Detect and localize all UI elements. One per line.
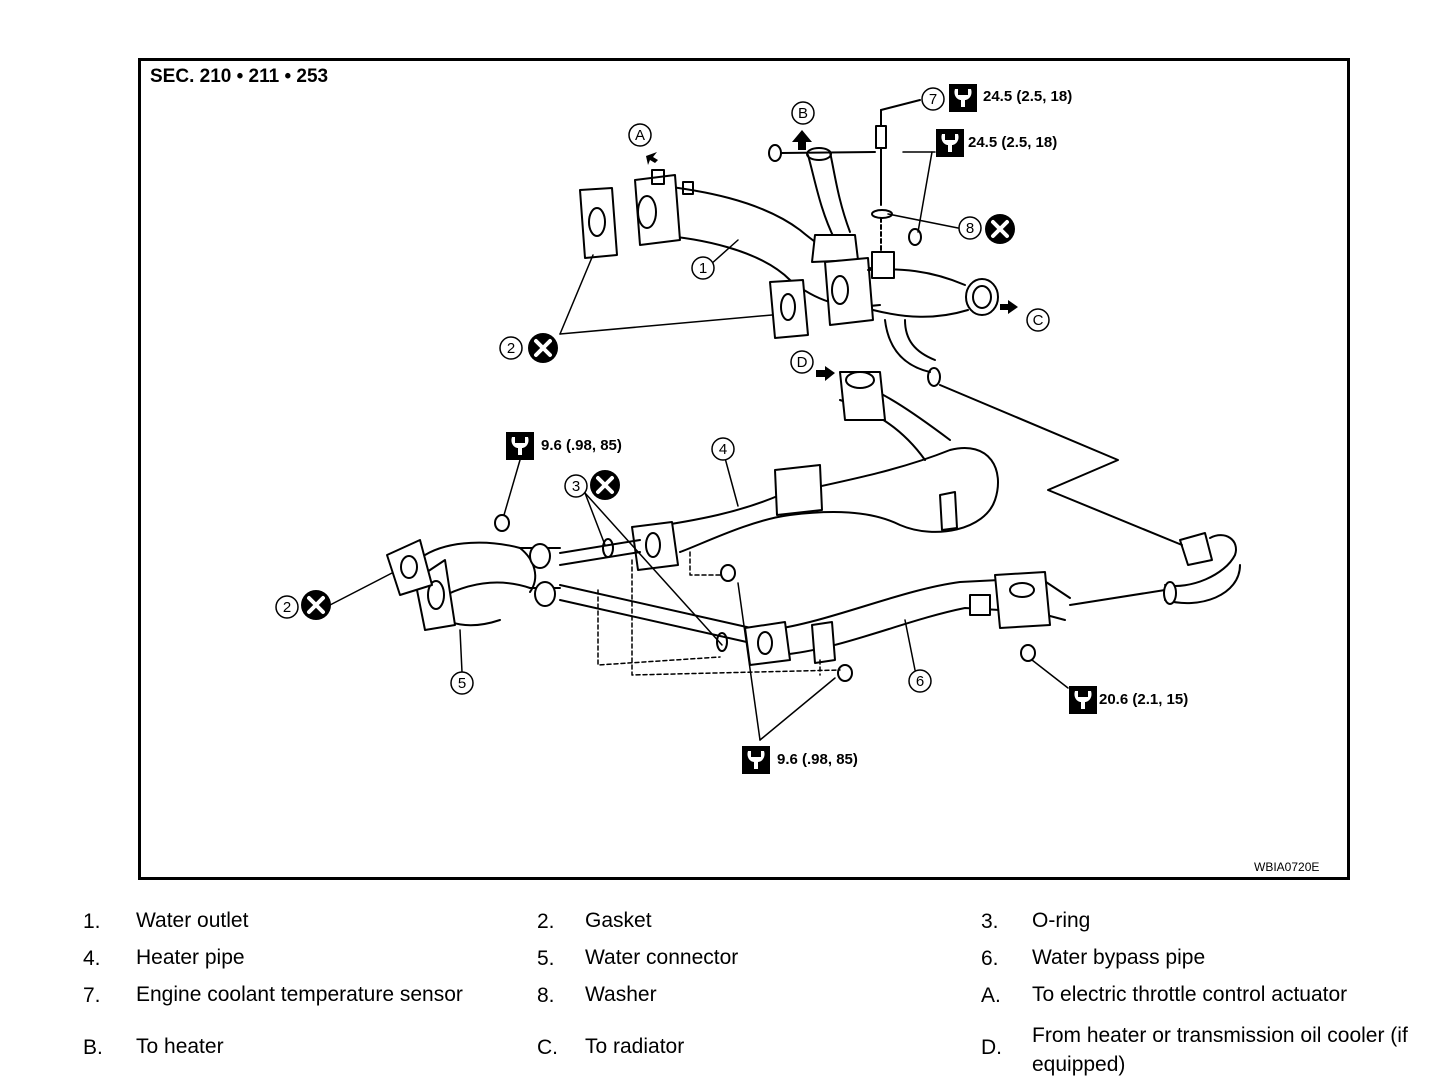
callout-d: [790, 350, 814, 374]
callout-7-label: 7: [929, 91, 937, 108]
legend-label: Heater pipe: [136, 946, 245, 969]
exploded-view-diagram: A B C D 1 2 2 3 4 5 6 7 8: [275, 84, 1241, 774]
legend-number: 5.: [537, 947, 555, 970]
bolt-parts: [494, 144, 1036, 682]
legend-label: Water connector: [585, 946, 739, 969]
diagram-frame: [138, 58, 1350, 880]
callout-d-label: D: [797, 354, 808, 371]
torque-outlet-bolt: 24.5 (2.5, 18): [968, 134, 1058, 151]
arrow-d-icon: [816, 366, 835, 381]
torque-connector-bolt: 9.6 (.98, 85): [541, 437, 622, 454]
callout-5: [450, 671, 474, 695]
legend-label: To radiator: [585, 1035, 685, 1058]
water-bypass-pipe-part: [744, 532, 1241, 666]
legend-number: B.: [83, 1036, 103, 1059]
leader-lines: [329, 151, 1069, 741]
legend-number: 6.: [981, 947, 999, 970]
legend-label: Engine coolant temperature sensor: [136, 983, 463, 1006]
legend-number: 2.: [537, 910, 555, 933]
callout-2-upper-label: 2: [507, 340, 515, 357]
callout-4-label: 4: [719, 441, 727, 458]
torque-bypass-bolt: 20.6 (2.1, 15): [1099, 691, 1189, 708]
torque-pipe-bolts: 9.6 (.98, 85): [777, 751, 858, 768]
callout-8-label: 8: [966, 220, 974, 237]
torque-wrench-icon: [742, 746, 770, 774]
legend-number: A.: [981, 984, 1001, 1007]
legend-number: C.: [537, 1036, 558, 1059]
alignment-lines: [597, 551, 841, 676]
legend-label: Washer: [585, 983, 657, 1006]
callout-6: [908, 669, 932, 693]
replace-icon: [588, 468, 622, 502]
legend-number: 7.: [83, 984, 101, 1007]
callout-1: [691, 256, 715, 280]
callout-2-upper: [499, 336, 523, 360]
legend-label: To heater: [136, 1035, 224, 1058]
section-title: SEC. 210 • 211 • 253: [150, 66, 329, 87]
callout-5-label: 5: [458, 675, 466, 692]
callout-c-label: C: [1033, 312, 1044, 329]
water-connector-part: [386, 538, 761, 652]
figure-code: WBIA0720E: [1254, 860, 1320, 874]
callout-3-label: 3: [572, 478, 580, 495]
replace-icon: [526, 331, 560, 365]
arrow-a-icon: [646, 152, 658, 165]
callout-a: [628, 123, 652, 147]
replace-icon: [983, 212, 1017, 246]
callout-4: [711, 437, 735, 461]
flow-arrows: [646, 130, 1018, 381]
legend-label: Water outlet: [136, 909, 249, 932]
callout-a-label: A: [635, 127, 645, 144]
legend-label: Water bypass pipe: [1032, 946, 1206, 969]
legend-label: Gasket: [585, 909, 652, 932]
legend-number: 1.: [83, 910, 101, 933]
replace-icon: [299, 588, 333, 622]
legend-number: 4.: [83, 947, 101, 970]
callout-b: [791, 101, 815, 125]
torque-wrench-icon: [936, 129, 964, 157]
legend-number: 3.: [981, 910, 999, 933]
torque-wrench-icon: [506, 432, 534, 460]
legend-number: D.: [981, 1036, 1002, 1059]
callout-6-label: 6: [916, 673, 924, 690]
callout-3: [564, 474, 588, 498]
water-outlet-part: [579, 147, 999, 387]
legend-number: 8.: [537, 984, 555, 1007]
torque-sensor: 24.5 (2.5, 18): [983, 88, 1073, 105]
legend-label: O-ring: [1032, 909, 1091, 932]
torque-wrench-icon: [1069, 686, 1097, 714]
coolant-temperature-sensor: [871, 99, 921, 251]
callout-7: [921, 87, 945, 111]
legend-label: To electric throttle control actuator: [1032, 983, 1348, 1006]
callout-2-lower-label: 2: [283, 599, 291, 616]
callout-8: [958, 216, 982, 240]
callouts: A B C D 1 2 2 3 4 5 6 7 8: [275, 87, 1050, 695]
legend-label: From heater or transmission oil cooler (…: [1032, 1024, 1408, 1076]
arrow-b-icon: [792, 130, 812, 150]
callout-c: [1026, 308, 1050, 332]
callout-2-lower: [275, 595, 299, 619]
callout-1-label: 1: [699, 260, 707, 277]
torque-wrench-icon: [949, 84, 977, 112]
heater-pipe-part: [631, 371, 999, 571]
arrow-c-icon: [1000, 300, 1018, 314]
callout-b-label: B: [798, 105, 808, 122]
